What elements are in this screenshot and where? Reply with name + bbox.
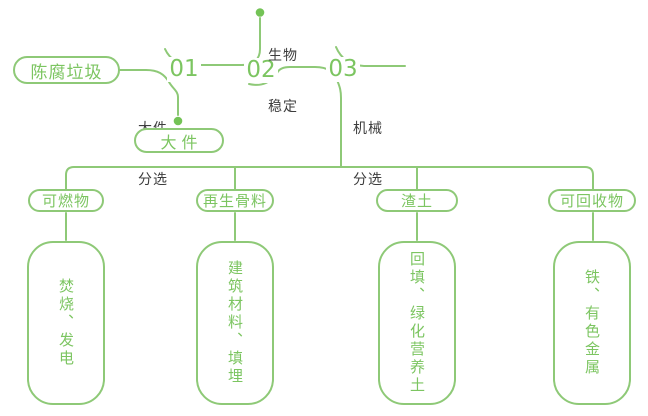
line-source-to-step01 [119, 69, 179, 116]
node-source: 陈腐垃圾 [13, 56, 120, 84]
detail-text-slag-soil: 回填、绿化营养土 [408, 251, 426, 395]
box-detail-recyclable: 铁、有色金属 [553, 241, 631, 405]
node-category-recycled-aggregate: 再生骨料 [196, 189, 274, 212]
line-branch-rail [65, 166, 594, 191]
step-number-01: 01 [167, 57, 201, 82]
box-detail-combustible: 焚烧、发电 [27, 241, 105, 405]
label-bulky-sorting: 大件 分选 [138, 121, 168, 188]
step-number-02: 02 [244, 58, 278, 83]
detail-text-combustible: 焚烧、发电 [57, 278, 75, 368]
label-mechanical-sorting: 机械 分选 [353, 121, 383, 188]
node-category-combustible: 可燃物 [28, 189, 104, 212]
box-detail-recycled-aggregate: 建筑材料、填埋 [196, 241, 274, 405]
detail-text-recycled-aggregate: 建筑材料、填埋 [226, 260, 244, 386]
label-bio-stabilize: 生物 稳定 [268, 48, 298, 115]
box-detail-slag-soil: 回填、绿化营养土 [378, 241, 456, 405]
dot-bio-stabilize [255, 8, 265, 17]
dot-bulky-sorting [173, 116, 183, 126]
step-number-03: 03 [326, 57, 360, 82]
node-category-recyclable: 可回收物 [548, 189, 636, 212]
node-bulky-output: 大件 [134, 128, 224, 153]
detail-text-recyclable: 铁、有色金属 [583, 269, 601, 377]
node-category-slag-soil: 渣土 [376, 189, 458, 212]
